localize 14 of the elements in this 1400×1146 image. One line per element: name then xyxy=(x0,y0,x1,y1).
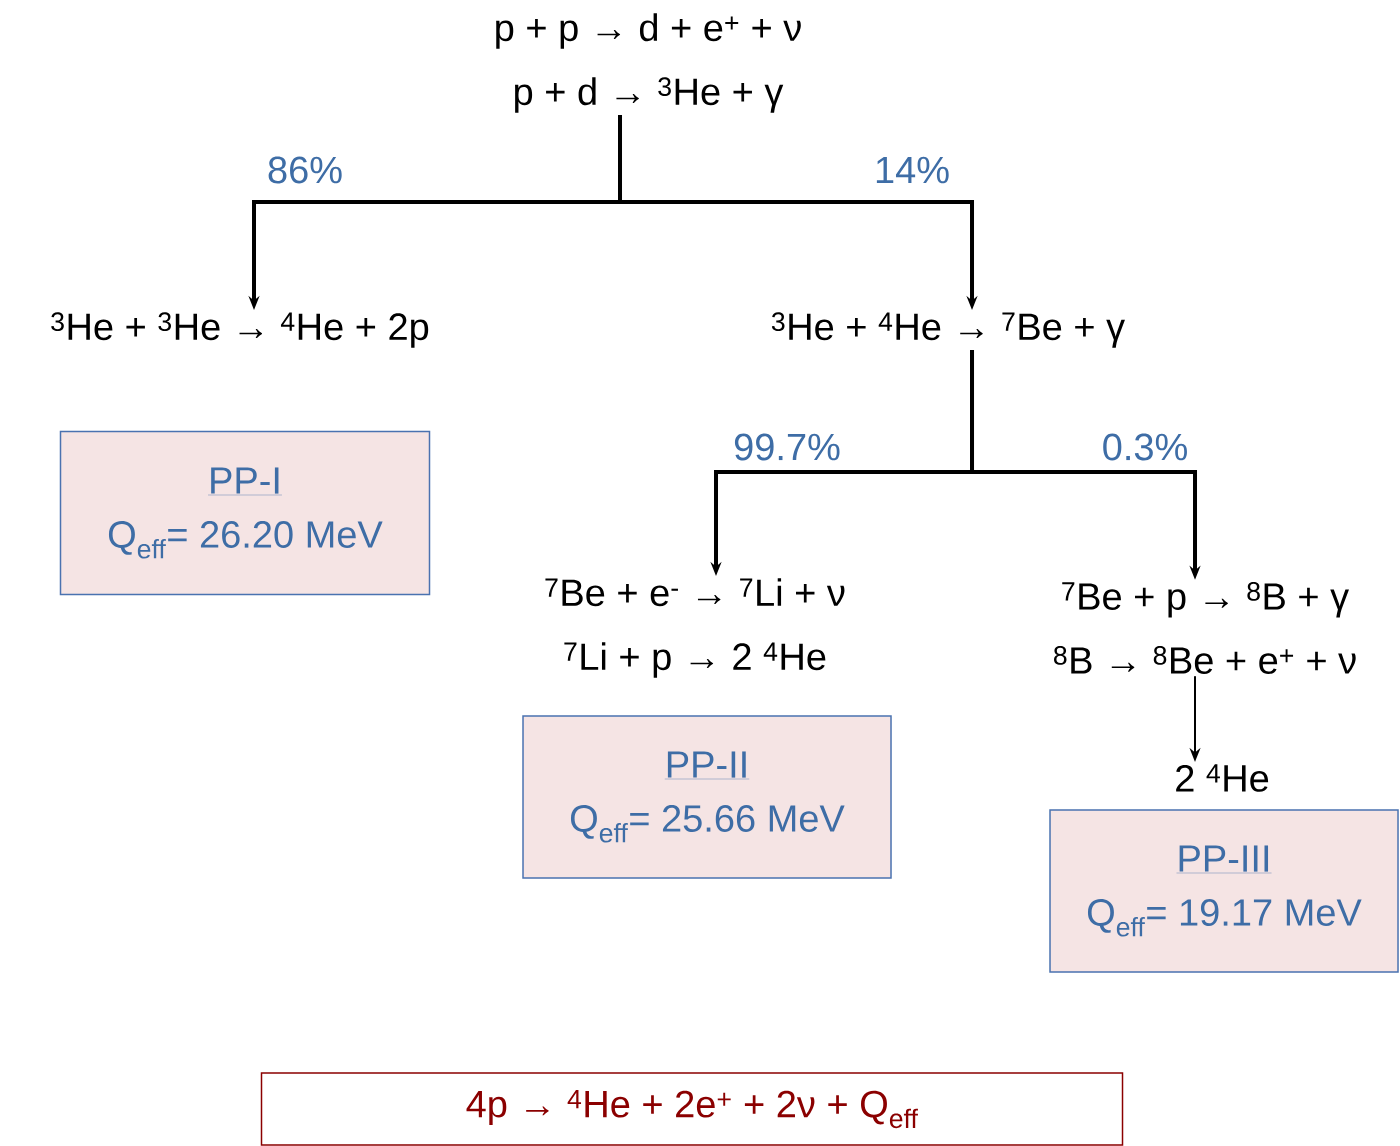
reaction-text: p + p → d + e$^{+}$ + ν p + d → $^{3}$He + γ xyxy=(496,13,801,113)
pathway-box: PP-III Q$_{eff}$= 19.17 MeV xyxy=(1049,809,1399,973)
reaction-text: $^{7}$Be + e$^{-}$ → $^{7}$Li + ν $^{7}$Li + p → 2 $^{4}$He xyxy=(545,578,845,678)
edge-label: 14% xyxy=(876,156,949,184)
summary-box: 4p → $^{4}$He + 2e$^{+}$ + 2ν + Q$_{eff}$ xyxy=(260,1072,1124,1146)
reaction-text: $^{3}$He + $^{4}$He → $^{7}$Be + γ xyxy=(771,312,1125,348)
edge-label: 86% xyxy=(268,156,342,184)
reaction-text: $^{7}$Be + p → $^{8}$B + γ $^{8}$B → $^{8}$Be + e$^{+}$ + ν xyxy=(1054,582,1356,674)
pathway-box: PP-II Q$_{eff}$= 25.66 MeV xyxy=(522,715,892,879)
edge-label: 0.3% xyxy=(1103,433,1187,461)
reaction-text: $^{3}$He + $^{3}$He → $^{4}$He + 2p xyxy=(51,312,429,348)
edge-label: 99.7% xyxy=(734,433,840,461)
pathway-box: PP-I Q$_{eff}$= 26.20 MeV xyxy=(59,430,431,596)
reaction-text: 2 $^{4}$He xyxy=(1176,764,1269,792)
